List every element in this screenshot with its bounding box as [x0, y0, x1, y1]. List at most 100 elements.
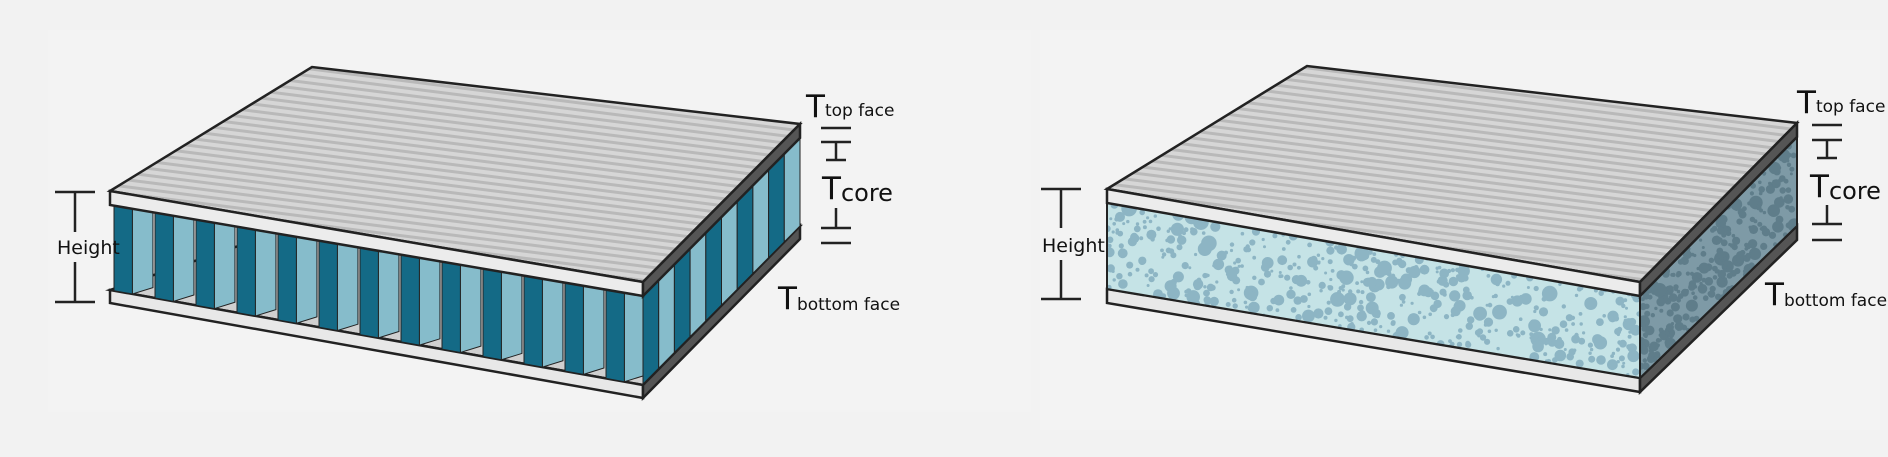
foam-side-bubble: [1785, 187, 1792, 193]
foam-bubble: [1229, 289, 1234, 295]
foam-bubble: [1326, 300, 1331, 305]
foam-bubble: [1184, 293, 1188, 298]
foam-bubble: [1196, 277, 1202, 283]
foam-bubble: [1138, 258, 1146, 265]
foam-bubble: [1286, 289, 1296, 299]
foam-bubble: [1148, 268, 1154, 275]
foam-side-bubble: [1668, 293, 1678, 302]
foam-bubble: [1330, 269, 1335, 273]
foam-bubble: [1206, 283, 1215, 292]
foam-bubble: [1225, 272, 1231, 277]
foam-side-bubble: [1685, 299, 1698, 312]
foam-bubble: [1360, 290, 1365, 295]
foam-bubble: [1249, 306, 1256, 313]
foam-side-bubble: [1738, 210, 1747, 219]
foam-side-bubble: [1644, 325, 1655, 336]
foam-bubble: [1566, 352, 1574, 361]
foam-bubble: [1148, 219, 1153, 224]
foam-bubble: [1292, 262, 1297, 267]
honeycomb-side-cell-light: [689, 231, 707, 338]
foam-t-bottom-face-label: Tbottom face: [1764, 277, 1887, 313]
foam-bubble: [1181, 262, 1189, 270]
foam-panel: Height Ttop face Tcore Tbottom face: [1040, 30, 1887, 430]
foam-side-bubble: [1717, 250, 1726, 260]
honeycomb-cell-wall-light: [623, 292, 646, 383]
honeycomb-cell-wall-dark: [605, 289, 625, 383]
foam-bubble: [1456, 341, 1463, 348]
foam-bubble: [1111, 269, 1115, 273]
foam-bubble: [1139, 236, 1144, 241]
foam-bubble: [1357, 304, 1364, 312]
foam-side-bubble: [1789, 172, 1793, 176]
thickness-dimensions: [821, 126, 851, 245]
foam-bubble: [1570, 315, 1576, 320]
foam-side-bubble: [1712, 265, 1718, 272]
foam-bubble: [1479, 334, 1487, 341]
foam-bubble: [1610, 354, 1614, 358]
honeycomb-side-cell-dark: [768, 152, 785, 259]
foam-bubble: [1565, 314, 1573, 322]
foam-bubble: [1107, 243, 1112, 248]
foam-bubble: [1518, 317, 1523, 322]
foam-bubble: [1616, 360, 1620, 364]
foam-side-bubble: [1676, 298, 1681, 303]
foam-bubble: [1588, 351, 1592, 355]
foam-bubble: [1369, 303, 1375, 308]
foam-side-bubble: [1693, 253, 1697, 258]
foam-bubble: [1358, 299, 1364, 305]
foam-bubble: [1622, 361, 1626, 365]
foam-bubble: [1455, 335, 1460, 339]
foam-bubble: [1470, 295, 1474, 300]
foam-side-bubble: [1736, 218, 1743, 225]
foam-bubble: [1465, 322, 1474, 330]
foam-side-bubble: [1780, 201, 1785, 206]
foam-side-bubble: [1772, 221, 1784, 233]
foam-side-bubble: [1763, 171, 1767, 175]
foam-bubble: [1615, 296, 1625, 306]
foam-bubble: [1515, 333, 1519, 337]
foam-side-bubble: [1783, 194, 1794, 204]
foam-bubble: [1366, 292, 1376, 303]
foam-side-bubble: [1771, 179, 1781, 189]
foam-side-bubble: [1786, 162, 1792, 167]
foam-side-bubble: [1665, 323, 1674, 332]
foam-side-bubble: [1736, 251, 1745, 260]
foam-bubble: [1316, 253, 1321, 257]
foam-bubble: [1249, 239, 1256, 246]
foam-bubble: [1366, 320, 1372, 325]
foam-bubble: [1293, 296, 1302, 305]
foam-thickness-dimensions: [1812, 123, 1842, 242]
foam-bubble: [1465, 341, 1472, 348]
foam-bubble: [1313, 308, 1324, 319]
foam-bubble: [1277, 255, 1288, 266]
foam-side-bubble: [1693, 315, 1700, 322]
foam-bubble: [1275, 308, 1280, 313]
foam-bubble: [1160, 248, 1164, 253]
foam-bubble: [1596, 355, 1606, 365]
foam-bubble: [1203, 285, 1207, 289]
honeycomb-side-cell-dark: [736, 184, 754, 291]
foam-bubble: [1373, 328, 1378, 333]
foam-side-bubble: [1753, 219, 1758, 224]
foam-side-bubble: [1676, 270, 1682, 277]
foam-bubble: [1414, 265, 1419, 270]
foam-side-bubble: [1710, 227, 1715, 233]
foam-bubble: [1300, 295, 1308, 303]
foam-bubble: [1126, 219, 1130, 224]
foam-bubble: [1169, 289, 1176, 296]
foam-bubble: [1473, 306, 1487, 321]
foam-bubble: [1135, 222, 1140, 226]
foam-side-bubble: [1696, 273, 1703, 279]
foam-bubble: [1324, 271, 1328, 275]
honeycomb-core: [113, 136, 801, 386]
foam-side-bubble: [1642, 292, 1650, 300]
foam-bubble: [1435, 270, 1439, 274]
foam-side-bubble: [1688, 283, 1696, 291]
honeycomb-side-cell-light: [752, 168, 770, 275]
honeycomb-cell-wall-light: [500, 271, 523, 361]
foam-bubble: [1343, 254, 1355, 266]
honeycomb-side-cell-light: [783, 136, 801, 244]
foam-side-bubble: [1768, 181, 1772, 186]
foam-bubble: [1355, 281, 1359, 285]
